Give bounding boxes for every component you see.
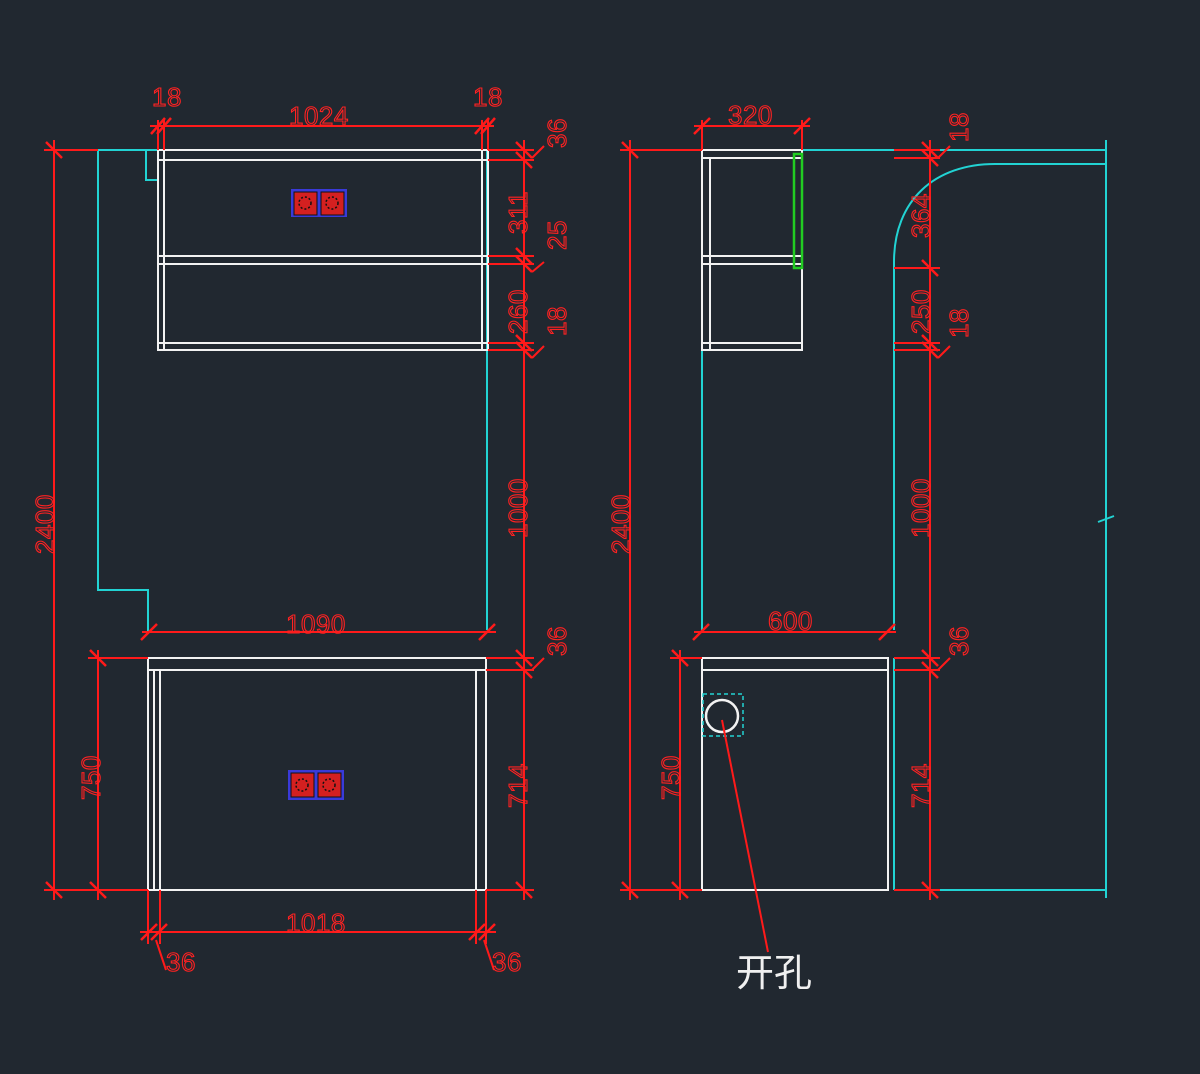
dim-upper-shelf: 25	[542, 220, 572, 250]
dim-upper-bottom-board: 18	[542, 306, 572, 336]
dim-base-depth: 600	[768, 606, 813, 636]
door-edge	[792, 152, 804, 270]
dim-top-board: 18	[944, 112, 974, 142]
dim-bottom-board: 18	[944, 308, 974, 338]
dim-base-inner-width: 1018	[286, 908, 346, 938]
front-notch	[145, 150, 158, 181]
dim-base-left-side: 36	[166, 947, 196, 977]
dim-side-total-height: 2400	[606, 494, 636, 554]
side-view: 320 18 364 250 18 2400 1000 600 36 750 7…	[605, 99, 1115, 995]
dim-upper-depth: 320	[728, 100, 773, 130]
front-dimension-lines	[44, 117, 545, 971]
front-wall-outline	[97, 149, 158, 632]
dim-side-base-height: 750	[656, 755, 686, 800]
dim-side-counter-top: 36	[944, 626, 974, 656]
upper-cabinet	[157, 149, 489, 351]
side-dimension-lines	[620, 117, 951, 900]
dim-upper-top-board: 36	[542, 118, 572, 148]
dim-base-right-side: 36	[492, 947, 522, 977]
side-curved-profile	[893, 163, 1106, 263]
upper-socket-icon	[291, 189, 347, 217]
front-view: 18 1024 18 36 311 25 260 18 2400 1000 10…	[29, 81, 572, 977]
lower-socket-icon	[288, 770, 344, 800]
side-upper-cabinet	[701, 149, 804, 351]
dim-upper-compartment: 311	[503, 191, 533, 234]
dim-shelf-gap: 250	[906, 289, 936, 334]
dim-total-height: 2400	[30, 494, 60, 554]
hole-icon	[704, 698, 740, 734]
dim-middle-gap: 1000	[503, 478, 533, 538]
dim-upper-width: 1024	[289, 101, 349, 131]
side-base-cabinet	[701, 657, 889, 891]
dim-side-base-body: 714	[906, 763, 936, 808]
base-cabinet	[147, 657, 487, 891]
dim-side-middle-gap: 1000	[906, 478, 936, 538]
dim-counter-top: 36	[542, 626, 572, 656]
dim-base-height: 750	[76, 755, 106, 800]
dim-lower-compartment: 260	[503, 289, 533, 334]
dim-right-panel-top: 18	[473, 82, 503, 112]
dim-counter-width: 1090	[286, 609, 346, 639]
dim-curve-height: 364	[906, 193, 936, 238]
dim-left-panel-top: 18	[152, 82, 182, 112]
hole-note: 开孔	[736, 951, 812, 995]
dim-base-body: 714	[503, 763, 533, 808]
